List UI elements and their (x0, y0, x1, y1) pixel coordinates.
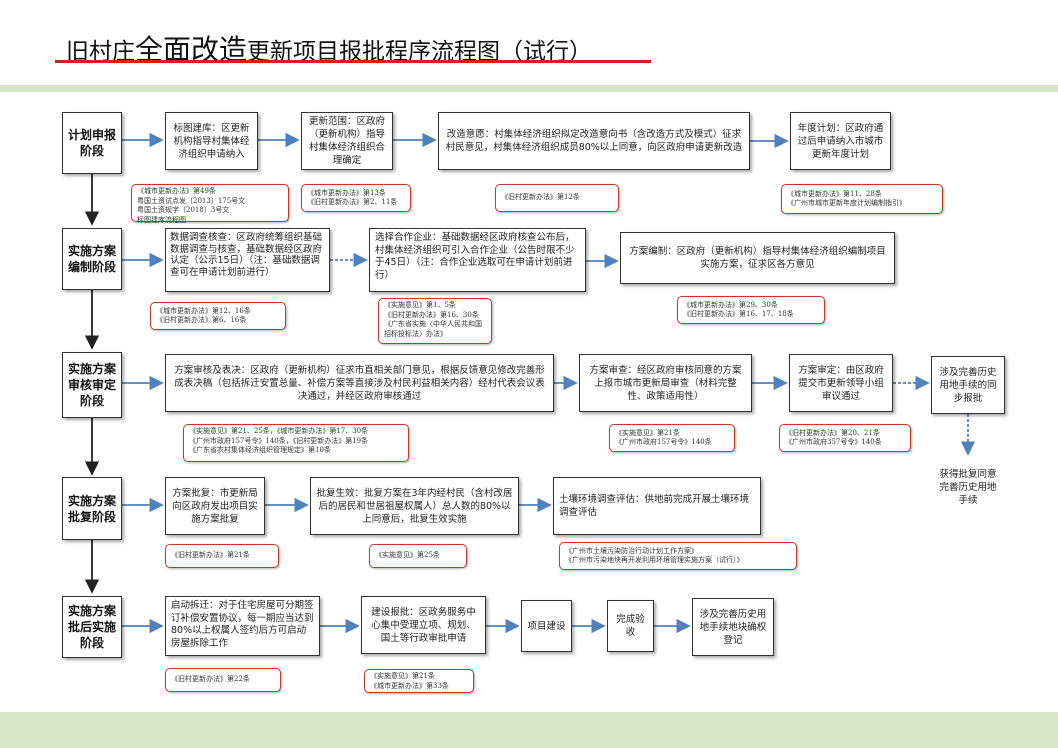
stage-post-approval: 实施方案批后实施阶段 (62, 596, 122, 658)
ref-annual-plan: 《城市更新办法》第11、28条 《广州市城市更新年度计划编制指引》 (781, 184, 943, 214)
ref-transformation-intent: 《旧村更新办法》第12条 (495, 184, 619, 212)
box-plan-examination: 方案审查：经区政府审核同意的方案上报市城市更新局审查（材料完整性、政策适用性） (579, 354, 752, 412)
ref-plan-final-approval: 《旧村更新办法》第20、21条 《广州市政府357号令》140条 (779, 424, 911, 452)
box-historic-land-sync: 涉及完善历史用地手续的同步报批 (931, 356, 1005, 414)
box-reply-effective: 批复生效：批复方案在3年内经村民（含村改居后的居民和世居祖屋权属人）总人数的80… (310, 477, 519, 535)
stage-plan-compilation: 实施方案编制阶段 (62, 228, 122, 290)
ref-construction-approval: 《实施意见》第21条 《城市更新办法》第33条 (364, 669, 474, 693)
box-soil-survey: 土壤环境调查评估：供地前完成开展土壤环境调查评估 (553, 477, 761, 535)
box-annual-plan: 年度计划：区政府通过后申请纳入市城市更新年度计划 (790, 112, 891, 170)
ref-soil-survey: 《广州市土壤污染防治行动计划工作方案》 《广州市污染地块再开发利用环境管理实施方… (559, 542, 797, 570)
box-completion-acceptance: 完成验收 (607, 600, 654, 652)
box-plan-final-approval: 方案审定：由区政府提交市更新领导小组审议通过 (789, 354, 893, 412)
ref-map-database: 《城市更新办法》第49条 粤国土资试点发〔2013〕175号文 粤国土资规字〔2… (131, 184, 289, 224)
box-project-construction: 项目建设 (521, 600, 572, 652)
ref-select-partner: 《实施意见》第1、5条 《旧村更新办法》第16、30条 《广东省实施〈中华人民共… (378, 298, 492, 344)
stage-plan-approval: 实施方案批复阶段 (62, 477, 122, 540)
ref-update-scope: 《城市更新办法》第13条 《旧村更新办法》第2、11条 (301, 184, 411, 212)
ref-start-demolition: 《旧村更新办法》第22条 (165, 668, 281, 692)
box-map-database: 标图建库：区更新机构指导村集体经济组织申请纳入 (165, 112, 258, 170)
stage-plan-application: 计划申报阶段 (62, 112, 122, 174)
box-construction-approval: 建设报批：区政务服务中心集中受理立项、规划、国土等行政审批申请 (361, 596, 486, 654)
box-plan-reply: 方案批复：市更新局向区政府发出项目实施方案批复 (165, 477, 265, 535)
ref-reply-effective: 《实施意见》第25条 (369, 544, 467, 568)
ref-plan-reply: 《旧村更新办法》第21条 (165, 544, 279, 568)
box-select-partner: 选择合作企业：基础数据经区政府核查公布后，村集体经济组织可引入合作企业（公告时限… (369, 228, 586, 292)
title-area: 旧村庄全面改造更新项目报批程序流程图（试行） (0, 0, 1058, 85)
box-plan-compilation: 方案编制：区政府（更新机构）指导村集体经济组织编制项目实施方案，征求区各方意见 (620, 232, 895, 284)
box-land-registration: 涉及完善历史用地手续地块确权登记 (692, 598, 774, 656)
ref-data-survey: 《城市更新办法》第12、16条 《旧村更新办法》第6、16条 (150, 302, 286, 330)
box-transformation-intent: 改造意愿：村集体经济组织拟定改造意向书（含改造方式及模式）征求村民意见，村集体经… (438, 112, 750, 170)
stage-plan-review: 实施方案审核审定阶段 (62, 352, 122, 418)
box-historic-land-approved: 获得批复同意完善历史用地手续 (931, 457, 1005, 517)
box-plan-review-vote: 方案审核及表决：区政府（更新机构）征求市直相关部门意见，根据反馈意见修改完善形成… (165, 354, 554, 412)
box-data-survey: 数据调查核查：区政府统筹组织基础数据调查与核查，基础数据经区政府认定（公示15日… (165, 228, 330, 292)
box-start-demolition: 启动拆迁：对于住宅房屋可分期签订补偿安置协议，每一期应当达到80%以上权属人签约… (165, 596, 320, 656)
bottom-band (0, 712, 1058, 748)
title-underline (55, 60, 651, 63)
box-update-scope: 更新范围：区政府（更新机构）指导村集体经济组织合理确定 (301, 112, 393, 170)
ref-plan-compilation: 《城市更新办法》第29、30条 《旧村更新办法》第16、17、18条 (677, 296, 825, 324)
ref-plan-review-vote: 《实施意见》第21、25条，《城市更新办法》第17、30条 《广州市政府157号… (183, 424, 409, 462)
ref-plan-examination: 《实施意见》第21条 《广州市政府157号令》140条 (609, 424, 735, 452)
